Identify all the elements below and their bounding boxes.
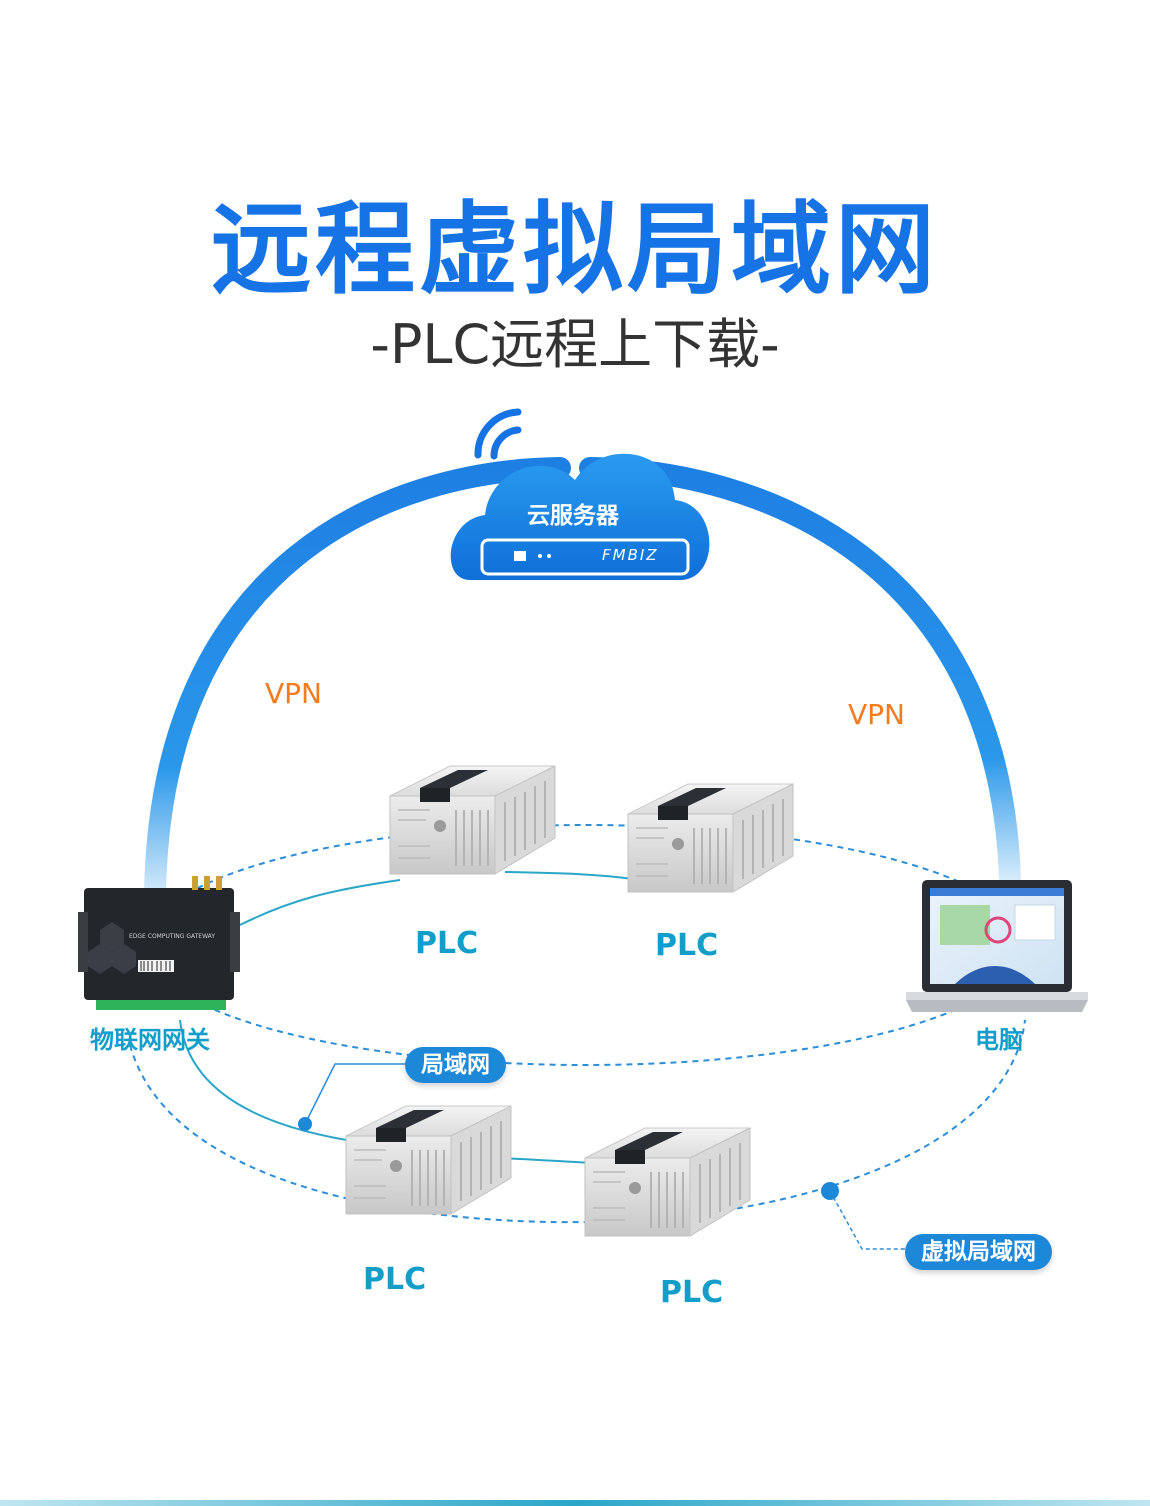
vpn-label-right: VPN [848,698,905,731]
wifi-signal-icon [474,408,522,460]
plc-label-1: PLC [415,926,479,961]
gateway-device-icon: EDGE COMPUTING GATEWAY [78,876,240,1010]
vlan-ring-lower [129,1019,1026,1224]
plc-unit-1 [389,765,556,875]
gateway-device-text: EDGE COMPUTING GATEWAY [129,933,215,940]
vlan-callout-pill: 虚拟局域网 [905,1234,1052,1270]
plc-unit-2 [627,783,794,893]
bottom-accent-bar [0,1500,1150,1506]
cloud-brand-label: FMBIZ [602,546,659,564]
computer-label: 电脑 [975,1026,1023,1054]
lan-callout-dot [298,1117,312,1131]
cloud-server-icon [450,453,710,580]
vlan-callout-dot [821,1182,839,1200]
cable-gateway-plc1 [239,879,401,926]
plc-unit-4 [584,1127,751,1237]
lan-callout-pill: 局域网 [405,1047,506,1083]
plc-unit-3 [345,1105,512,1215]
cable-plc1-plc2 [504,871,641,881]
gateway-label: 物联网网关 [90,1026,210,1054]
vlan-callout-line [829,1190,910,1250]
plc-label-3: PLC [363,1262,427,1297]
lan-callout-line [304,1063,408,1125]
cloud-server-label: 云服务器 [527,503,619,529]
laptop-icon [906,880,1088,1012]
page-subtitle: -PLC远程上下载- [370,313,780,376]
vpn-label-left: VPN [265,677,322,710]
cable-gateway-plc3 [179,1019,381,1146]
vpn-arc-left [144,457,571,906]
plc-label-4: PLC [660,1275,724,1310]
plc-label-2: PLC [655,928,719,963]
page-title: 远程虚拟局域网 [211,191,939,308]
lan-ring-upper [144,824,1026,1066]
